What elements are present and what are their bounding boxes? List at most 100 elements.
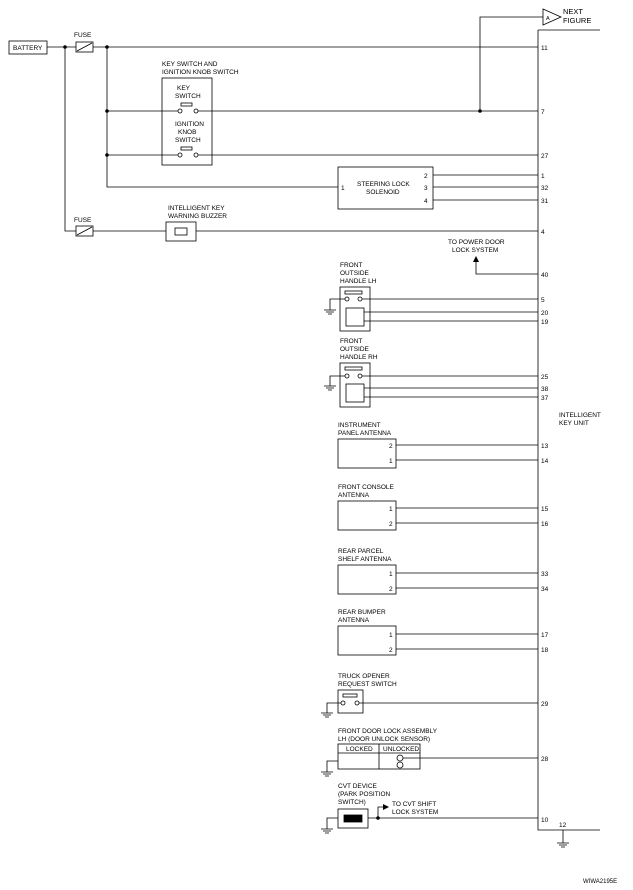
buzzer-label1: INTELLIGENT KEY: [168, 205, 225, 212]
terminal-11: 11: [541, 45, 548, 52]
terminal-31: 31: [541, 198, 549, 205]
front-lh-label3: HANDLE LH: [340, 278, 377, 285]
fuse-top-label: FUSE: [74, 32, 92, 39]
front-rh-label3: HANDLE RH: [340, 354, 378, 361]
console-antenna-pin-a: 1: [389, 506, 393, 513]
door-lock-label1: FRONT DOOR LOCK ASSEMBLY: [338, 728, 438, 735]
door-lock-label2: LH (DOOR UNLOCK SENSOR): [338, 736, 430, 743]
bumper-antenna-label2: ANTENNA: [338, 617, 370, 624]
power-door-arrowhead: [473, 256, 479, 262]
ign-switch-label2: KNOB: [178, 129, 196, 136]
parcel-antenna: [337, 564, 397, 595]
power-door-label2: LOCK SYSTEM: [452, 247, 498, 254]
parcel-antenna-label1: REAR PARCEL: [338, 548, 384, 555]
parcel-antenna-pin-b: 2: [389, 586, 393, 593]
ign-switch-label3: SWITCH: [175, 137, 201, 144]
front-lh-label2: OUTSIDE: [340, 270, 370, 277]
terminal-18: 18: [541, 647, 549, 654]
front-rh-label2: OUTSIDE: [340, 346, 370, 353]
figure-id: WIWA2195E: [583, 879, 617, 885]
next-figure-line2: FIGURE: [563, 16, 591, 25]
bumper-antenna: [337, 625, 397, 656]
connector-a-label: A: [546, 16, 550, 22]
steering-lock-pin2: 2: [424, 173, 428, 180]
terminal-17: 17: [541, 632, 549, 639]
key-switch-label2: SWITCH: [175, 93, 201, 100]
ip-antenna-pin-a: 2: [389, 443, 393, 450]
terminal-16: 16: [541, 521, 549, 528]
steering-lock-pin3: 3: [424, 185, 428, 192]
door-lock-unlocked: UNLOCKED: [383, 746, 419, 753]
terminal-34: 34: [541, 586, 549, 593]
front-lh-label1: FRONT: [340, 262, 362, 269]
cvt-shift-label1: TO CVT SHIFT: [392, 801, 436, 808]
terminal-40: 40: [541, 272, 549, 279]
terminal-25: 25: [541, 374, 549, 381]
bumper-antenna-label1: REAR BUMPER: [338, 609, 386, 616]
fuse-bottom-label: FUSE: [74, 217, 92, 224]
terminal-32: 32: [541, 185, 549, 192]
console-antenna-label1: FRONT CONSOLE: [338, 484, 395, 491]
console-antenna: [337, 500, 397, 531]
steering-lock-label2: SOLENOID: [366, 189, 400, 196]
trunk-switch-label2: REQUEST SWITCH: [338, 681, 397, 688]
ip-antenna: [337, 438, 397, 469]
cvt-device-label1: CVT DEVICE: [338, 783, 378, 790]
terminal-5: 5: [541, 297, 545, 304]
bumper-antenna-pin-b: 2: [389, 647, 393, 654]
key-switch-block-title1: KEY SWITCH AND: [162, 61, 218, 68]
buzzer-label2: WARNING BUZZER: [168, 213, 227, 220]
terminal-10: 10: [541, 817, 549, 824]
cvt-shift-label2: LOCK SYSTEM: [392, 809, 438, 816]
cvt-shift-arrowhead: [383, 804, 389, 810]
terminal-37: 37: [541, 395, 549, 402]
ip-antenna-pin-b: 1: [389, 458, 393, 465]
steering-lock-pin1: 1: [341, 185, 345, 192]
ip-antenna-label1: INSTRUMENT: [338, 422, 381, 429]
ign-switch-contact-left: [177, 152, 183, 158]
terminal-4: 4: [541, 229, 545, 236]
console-antenna-label2: ANTENNA: [338, 492, 370, 499]
terminal-14: 14: [541, 458, 549, 465]
next-figure-line1: NEXT: [563, 7, 583, 16]
unit-label2: KEY UNIT: [559, 420, 589, 427]
cvt-device-label2: (PARK POSITION: [338, 791, 391, 798]
unit-label1: INTELLIGENT: [559, 412, 601, 419]
key-switch-label1: KEY: [177, 85, 191, 92]
terminal-numbers: 11 7 27 1 32 31 4 40 5 20 19 25 38 37 13…: [541, 45, 567, 829]
terminal-28: 28: [541, 756, 549, 763]
bumper-antenna-pin-a: 1: [389, 632, 393, 639]
parcel-antenna-label2: SHELF ANTENNA: [338, 556, 392, 563]
terminal-7: 7: [541, 109, 545, 116]
steering-lock-solenoid: [337, 166, 434, 210]
terminal-12: 12: [559, 822, 567, 829]
terminal-27: 27: [541, 153, 549, 160]
cvt-device-label3: SWITCH): [338, 799, 366, 806]
terminal-13: 13: [541, 443, 549, 450]
terminal-1: 1: [541, 173, 545, 180]
terminal-29: 29: [541, 701, 549, 708]
terminal-33: 33: [541, 571, 549, 578]
battery-label: BATTERY: [13, 45, 43, 52]
battery-box: [8, 40, 48, 55]
terminal-19: 19: [541, 319, 549, 326]
door-lock-locked: LOCKED: [346, 746, 373, 753]
trunk-switch-label1: TRUCK OPENER: [338, 673, 390, 680]
console-antenna-pin-b: 2: [389, 521, 393, 528]
terminal-15: 15: [541, 506, 549, 513]
parcel-antenna-pin-a: 1: [389, 571, 393, 578]
ign-switch-label1: IGNITION: [175, 121, 204, 128]
key-switch-contact-left: [177, 108, 183, 114]
terminal-20: 20: [541, 310, 549, 317]
steering-lock-label1: STEERING LOCK: [357, 181, 410, 188]
power-door-label1: TO POWER DOOR: [448, 239, 505, 246]
front-rh-label1: FRONT: [340, 338, 362, 345]
key-switch-block-title2: IGNITION KNOB SWITCH: [162, 69, 239, 76]
ip-antenna-label2: PANEL ANTENNA: [338, 430, 392, 437]
terminal-38: 38: [541, 386, 549, 393]
steering-lock-pin4: 4: [424, 198, 428, 205]
key-switch-block: [161, 77, 213, 166]
connector-a-triangle: [542, 8, 562, 26]
key-switch-contact-right: [193, 108, 199, 114]
